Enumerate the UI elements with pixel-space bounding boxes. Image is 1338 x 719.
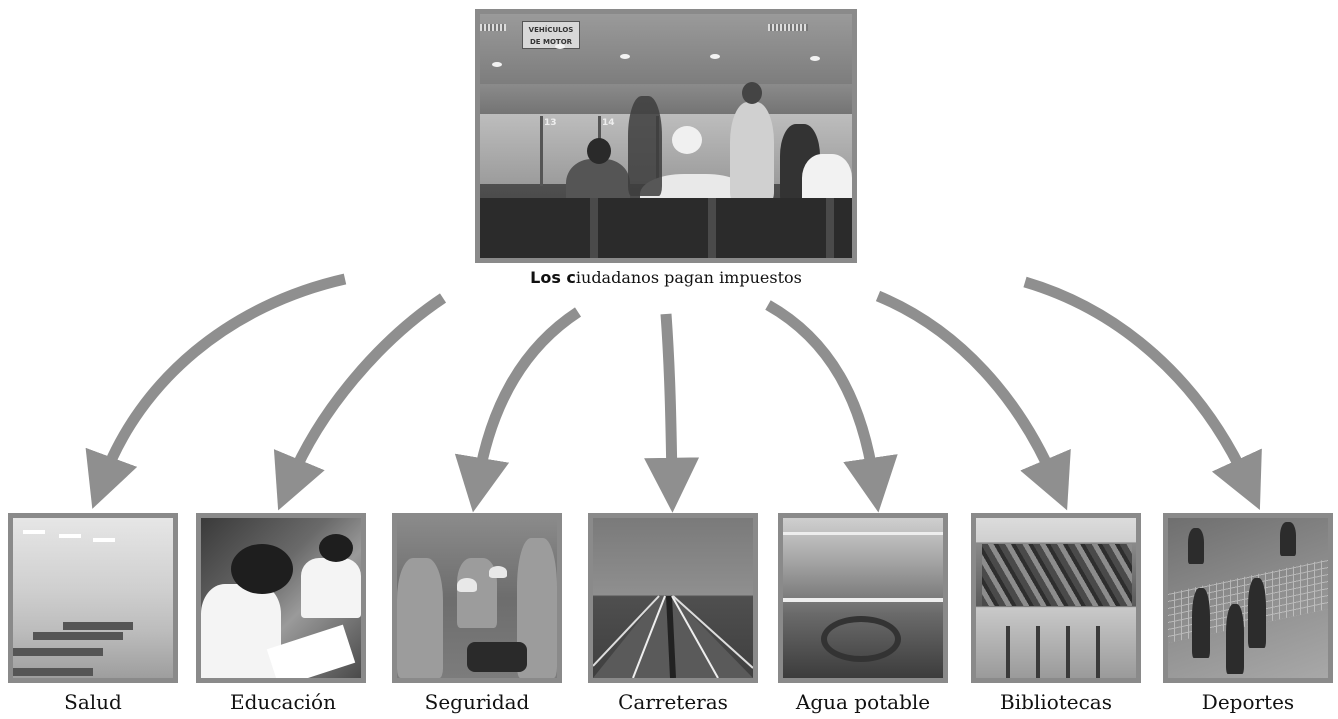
classroom-scene (201, 518, 361, 678)
railing (783, 532, 943, 535)
arrow-to-carreteras (644, 313, 700, 513)
booth-number: 14 (602, 118, 615, 128)
ceiling-light (492, 62, 502, 67)
caption-educacion: Educación (230, 690, 336, 714)
arrow-to-salud (85, 273, 347, 509)
person (730, 102, 774, 202)
student (301, 558, 361, 618)
salud-photo (8, 513, 178, 683)
carreteras-photo (588, 513, 758, 683)
player (1248, 578, 1266, 648)
bibliotecas-photo (971, 513, 1141, 683)
arrow-to-agua (765, 300, 898, 513)
player (1280, 522, 1296, 556)
hospital-ward-scene (13, 518, 173, 678)
ceiling-light (620, 54, 630, 59)
player (1226, 604, 1244, 674)
column (1066, 626, 1070, 678)
caption-salud: Salud (64, 690, 122, 714)
player (1192, 588, 1210, 658)
vehicle-sign: VEHÍCULOS DE MOTOR (522, 21, 580, 49)
column (1006, 626, 1010, 678)
booth-divider (540, 116, 543, 186)
helmet (489, 566, 507, 578)
person-head (672, 126, 702, 154)
taxpayers-office-photo: VEHÍCULOS DE MOTOR 13 14 (475, 9, 857, 263)
seguridad-photo (392, 513, 562, 683)
arrow-to-deportes (1023, 276, 1262, 510)
column (1036, 626, 1040, 678)
waiting-chairs (480, 198, 852, 258)
valve-wheel (821, 616, 901, 662)
booth-number: 13 (544, 118, 557, 128)
office-scene: VEHÍCULOS DE MOTOR 13 14 (480, 14, 852, 258)
helmet (457, 578, 477, 592)
hospital-bed (13, 668, 93, 676)
ceiling-vent (768, 24, 808, 31)
deportes-photo (1163, 513, 1333, 683)
water-plant-scene (783, 518, 943, 678)
caption-agua-potable: Agua potable (795, 690, 931, 714)
student (201, 584, 281, 678)
volleyball-scene (1168, 518, 1328, 678)
agua-potable-photo (778, 513, 948, 683)
player (1188, 528, 1204, 564)
arrow-to-educacion (273, 293, 447, 511)
rescue-team-scene (397, 518, 557, 678)
person-head (742, 82, 762, 104)
caption-deportes: Deportes (1201, 690, 1295, 714)
student-hair (319, 534, 353, 562)
arrow-to-seguridad (454, 307, 582, 513)
highway-scene (593, 518, 753, 678)
person (628, 96, 662, 196)
library-building-scene (976, 518, 1136, 678)
hospital-bed (63, 622, 133, 630)
rescuer (397, 558, 443, 678)
column (1096, 626, 1100, 678)
highway-lanes (593, 595, 753, 678)
ceiling-lamp (59, 534, 81, 538)
top-caption-rest: iudadanos pagan impuestos (575, 268, 802, 287)
railing (783, 598, 943, 602)
caption-bibliotecas: Bibliotecas (1000, 690, 1112, 714)
hospital-bed (33, 632, 123, 640)
caption-seguridad: Seguridad (424, 690, 530, 714)
caption-carreteras: Carreteras (618, 690, 728, 714)
ceiling-light (710, 54, 720, 59)
stretcher (467, 642, 527, 672)
mural (982, 544, 1132, 606)
ceiling-light (555, 44, 565, 49)
ceiling-vent (480, 24, 506, 31)
top-caption: Los ciudadanos pagan impuestos (475, 268, 857, 288)
top-caption-lead: Los c (530, 268, 576, 287)
student-hair (231, 544, 293, 594)
hospital-bed (13, 648, 103, 656)
ceiling-lamp (93, 538, 115, 542)
ceiling-lamp (23, 530, 45, 534)
arrow-to-bibliotecas (875, 290, 1071, 511)
educacion-photo (196, 513, 366, 683)
person-head (587, 138, 611, 164)
ceiling-light (810, 56, 820, 61)
